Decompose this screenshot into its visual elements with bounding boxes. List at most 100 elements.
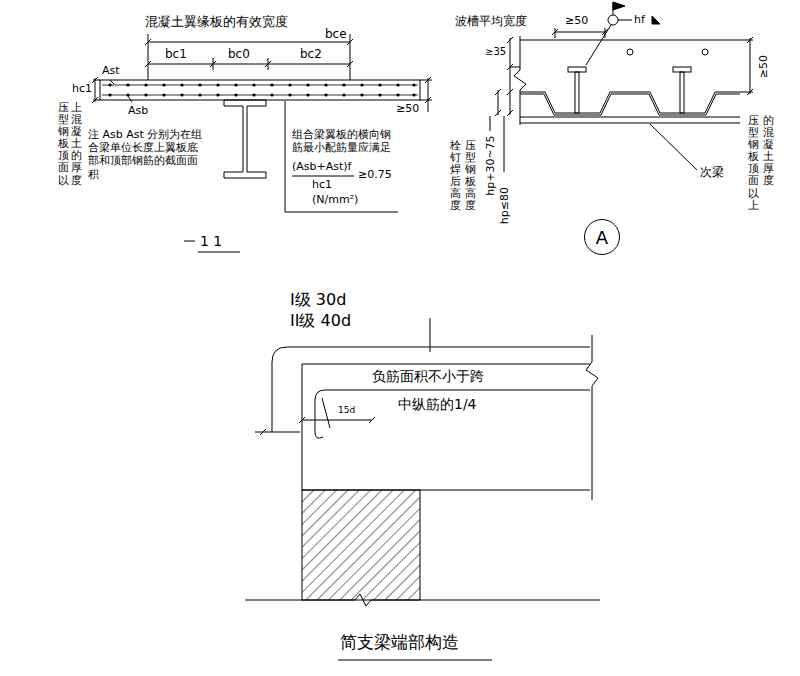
- rebar-symbol: Ast: [102, 64, 120, 77]
- weld-size: hf: [634, 13, 645, 26]
- rebar-dots: [234, 83, 237, 86]
- dimension-value: ≥50: [396, 102, 419, 115]
- vertical-note: 上混凝土的厚度: [71, 102, 82, 187]
- dimension-line: [260, 429, 266, 435]
- dimension-symbol: hc1: [72, 82, 92, 95]
- dimension-symbol: bc0: [228, 47, 250, 61]
- shear-stud: [673, 67, 691, 72]
- vertical-note: 压型钢板顶面以上: [748, 115, 759, 212]
- vertical-note: 栓钉焊后高度: [450, 140, 461, 213]
- dimension-line: [148, 42, 350, 43]
- dimension-line: [555, 32, 605, 33]
- dimension-line: [510, 38, 511, 115]
- dimension-line: [747, 89, 753, 95]
- dimension-title: 波槽平均宽度: [455, 14, 527, 28]
- dimension-line: [602, 29, 608, 35]
- section-mark: [184, 241, 195, 242]
- detail-circle: A: [584, 219, 620, 255]
- rebar-dots: [126, 83, 129, 86]
- dimension-line: [490, 116, 491, 131]
- rebar-dots: [180, 83, 183, 86]
- rebar-dots: [180, 93, 183, 96]
- dimension-line: [148, 34, 149, 80]
- composite-slab: [627, 49, 633, 55]
- shear-stud: [680, 72, 684, 113]
- note-text: 组合梁翼板的横向钢筋最小配筋量应满足: [292, 128, 397, 154]
- composite-slab: [514, 36, 526, 125]
- dimension-line: [498, 90, 499, 115]
- dimension-symbol: bce: [325, 27, 347, 41]
- support-wall: [245, 490, 600, 606]
- section-title: 1 1: [200, 233, 222, 250]
- dimension-symbol: bc2: [300, 47, 322, 61]
- rebar: [315, 390, 590, 438]
- dimension-line: [495, 110, 501, 116]
- dimension-line: [369, 417, 375, 423]
- rebar-dots: [396, 83, 399, 86]
- rebar-dots: [108, 83, 111, 86]
- dimension-symbol: bc1: [165, 47, 187, 61]
- rebar-dots: [412, 83, 415, 86]
- rebar-dots: [360, 93, 363, 96]
- concrete-beam: [586, 335, 598, 500]
- drawing-part: [92, 2, 753, 660]
- dimension-line: [750, 38, 751, 94]
- rebar-dots: [360, 83, 363, 86]
- rebar-dots: [108, 83, 415, 96]
- shear-stud: [568, 67, 691, 113]
- rebar-dots: [216, 83, 219, 86]
- fraction-line: [292, 176, 354, 177]
- dimension-value: ≥50: [565, 14, 588, 27]
- shear-stud: [568, 67, 586, 72]
- dimension-line: [145, 39, 151, 45]
- concrete-beam: [302, 364, 590, 490]
- formula-numerator: (Asb+Ast)f: [292, 160, 351, 173]
- rebar-dots: [324, 93, 327, 96]
- concrete-slab: [100, 80, 420, 100]
- steel-i-beam: [224, 100, 266, 178]
- leader-line: [650, 124, 697, 170]
- composite-slab: [520, 40, 740, 41]
- leader-line: [285, 101, 398, 212]
- dimension-line: [145, 34, 353, 80]
- dimension-line: [425, 97, 431, 103]
- rebar-dots: [234, 93, 237, 96]
- dimension-value: ≥35: [485, 46, 506, 58]
- rebar-note: 中纵筋的1/4: [398, 396, 477, 413]
- rebar-dots: [162, 83, 165, 86]
- dimension-value: 15d: [338, 405, 355, 416]
- rebar-dots: [342, 83, 345, 86]
- dimension-title: 混凝土翼缘板的有效宽度: [145, 14, 288, 30]
- dimension-line: [490, 28, 753, 172]
- dimension-line: [95, 78, 96, 102]
- dimension-line: [347, 39, 353, 45]
- dimension-line: [210, 61, 216, 67]
- section-mark: [198, 252, 240, 253]
- dimension-line: [145, 61, 151, 67]
- composite-slab: [514, 36, 740, 125]
- dimension-line: [347, 61, 353, 67]
- dimension-line: [552, 29, 558, 35]
- rebar-dots: [378, 83, 381, 86]
- dimension-line: [420, 80, 432, 81]
- rebar-dots: [252, 93, 255, 96]
- dimension-line: [265, 61, 271, 67]
- rebar-dots: [144, 83, 147, 86]
- rebar-dots: [342, 93, 345, 96]
- weld-symbol: [613, 2, 625, 10]
- composite-slab: [702, 49, 708, 55]
- rebar-dots: [306, 93, 309, 96]
- rebar-dots: [270, 93, 273, 96]
- dimension-line: [350, 34, 351, 80]
- rebar-dots: [144, 93, 147, 96]
- caption-underline: [338, 660, 492, 661]
- composite-slab: [520, 123, 740, 124]
- rebar-dots: [288, 93, 291, 96]
- dimension-value: hp≤80: [497, 187, 510, 224]
- dimension-line: [507, 37, 513, 43]
- steel-i-beam: [224, 100, 266, 178]
- detail-mark: A: [596, 227, 608, 248]
- rebar-dots: [378, 93, 381, 96]
- formula-denominator: hc1: [312, 178, 332, 191]
